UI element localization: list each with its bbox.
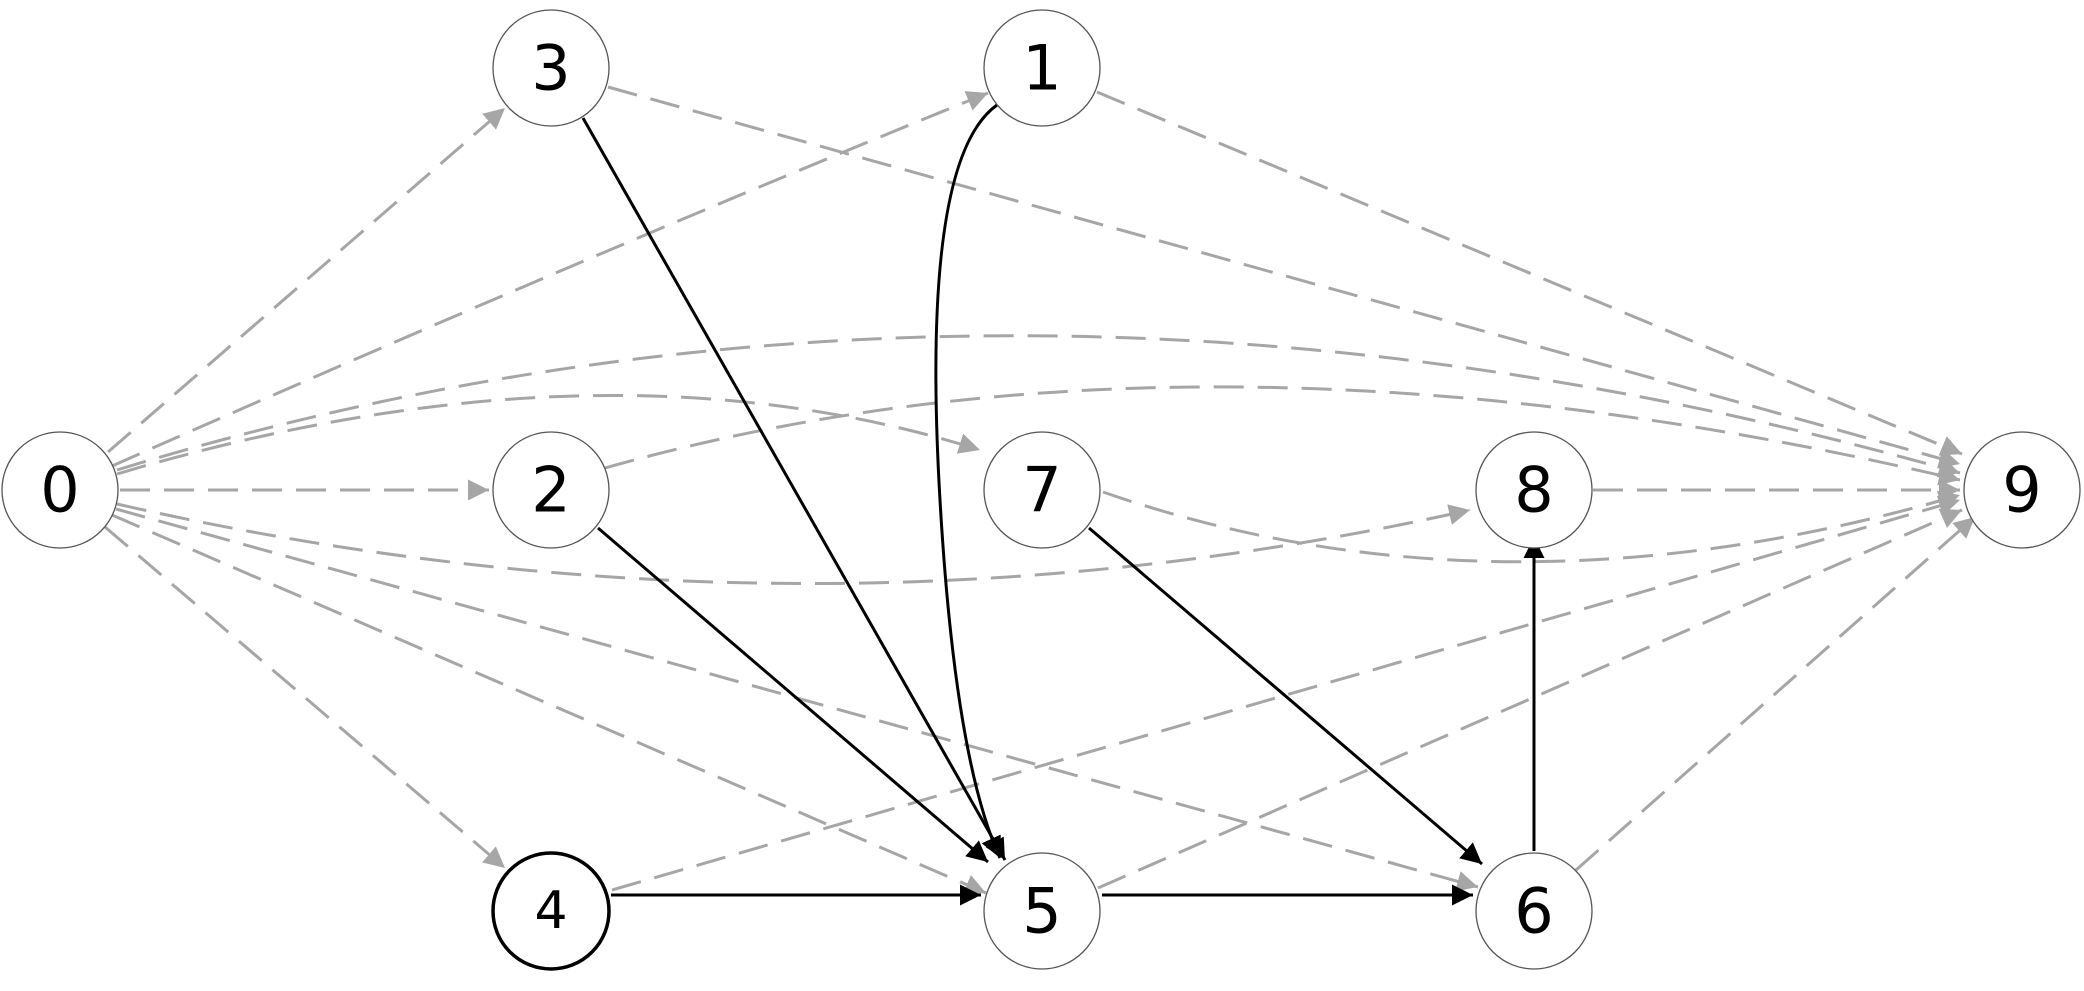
edge-1-5 bbox=[934, 103, 1002, 859]
node-3-label: 3 bbox=[531, 32, 570, 105]
edge-0-1 bbox=[111, 91, 989, 468]
node-6-label: 6 bbox=[1514, 875, 1553, 948]
edge-2-5 bbox=[597, 526, 989, 864]
edge-0-4 bbox=[104, 525, 506, 870]
node-6: 6 bbox=[1475, 852, 1593, 970]
node-9-label: 9 bbox=[2002, 454, 2041, 527]
edge-0-3 bbox=[107, 106, 506, 454]
edge-6-9 bbox=[1575, 515, 1976, 872]
edge-0-8 bbox=[116, 502, 1471, 585]
nodes-group: 0 3 1 2 7 8 9 4 bbox=[1, 9, 2081, 971]
node-4: 4 bbox=[491, 851, 611, 971]
node-1: 1 bbox=[983, 9, 1101, 127]
node-2-label: 2 bbox=[531, 454, 570, 527]
edge-0-7 bbox=[116, 393, 981, 476]
node-1-label: 1 bbox=[1022, 32, 1061, 105]
edge-3-9 bbox=[607, 85, 1961, 469]
node-9: 9 bbox=[1963, 431, 2081, 549]
node-7-label: 7 bbox=[1022, 454, 1061, 527]
edge-3-5 bbox=[581, 117, 1007, 861]
node-4-label: 4 bbox=[534, 881, 567, 941]
node-8-label: 8 bbox=[1514, 454, 1553, 527]
node-3: 3 bbox=[492, 9, 610, 127]
edge-5-9 bbox=[1097, 508, 1963, 890]
node-8: 8 bbox=[1475, 431, 1593, 549]
node-2: 2 bbox=[492, 431, 610, 549]
node-0: 0 bbox=[1, 431, 119, 549]
edge-0-5 bbox=[111, 513, 987, 895]
edge-4-9 bbox=[611, 495, 1961, 892]
node-5-label: 5 bbox=[1022, 875, 1061, 948]
edge-7-6 bbox=[1088, 526, 1483, 866]
edge-1-9 bbox=[1096, 90, 1963, 456]
edge-2-9 bbox=[604, 385, 1961, 486]
solid-edges-group bbox=[581, 103, 1545, 906]
node-7: 7 bbox=[983, 431, 1101, 549]
node-0-label: 0 bbox=[40, 454, 79, 527]
node-5: 5 bbox=[983, 852, 1101, 970]
edge-0-9 bbox=[116, 334, 1961, 478]
edge-7-9 bbox=[1102, 490, 1961, 564]
